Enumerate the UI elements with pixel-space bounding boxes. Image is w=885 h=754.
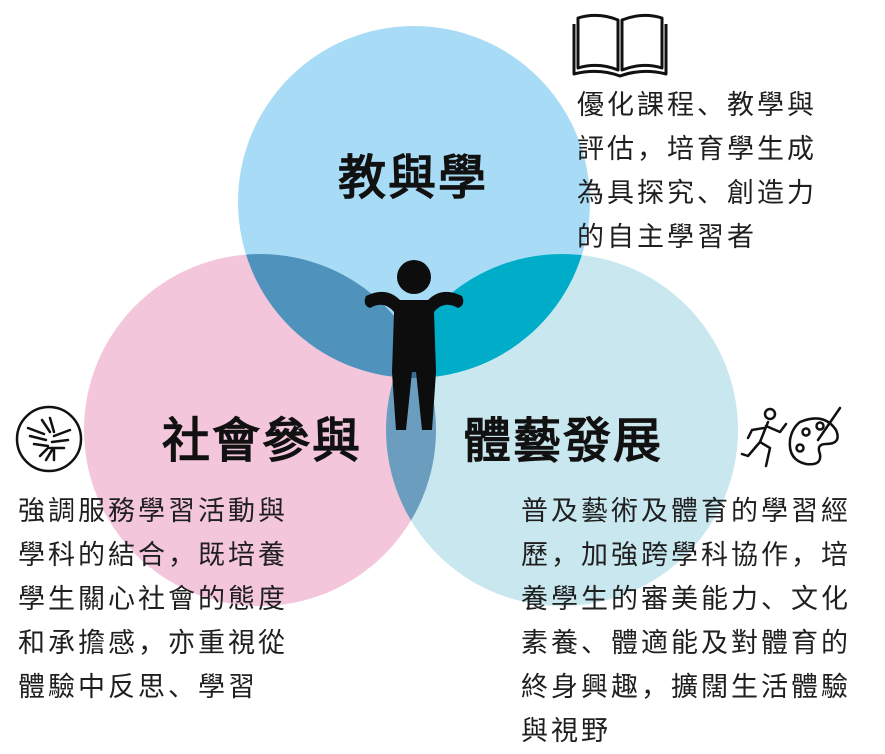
description-line: 為具探究、創造力 bbox=[577, 178, 817, 209]
description-line: 素養、體適能及對體育的 bbox=[521, 628, 851, 659]
title-arts: 體藝發展 bbox=[463, 413, 664, 469]
runner-palette-icon bbox=[740, 406, 842, 468]
description-line: 強調服務學習活動與 bbox=[18, 496, 288, 527]
description-line: 與視野 bbox=[521, 716, 611, 747]
person-arms-raised-icon bbox=[364, 260, 464, 430]
title-community: 社會參與 bbox=[162, 413, 363, 469]
description-line: 學科的結合，既培養 bbox=[18, 540, 288, 571]
description-community: 強調服務學習活動與 學科的結合，既培養 學生關心社會的態度 和承擔感，亦重視從 … bbox=[18, 490, 288, 710]
description-line: 養學生的審美能力、文化 bbox=[521, 584, 851, 615]
open-book-icon bbox=[572, 13, 668, 78]
description-line: 優化課程、教學與 bbox=[577, 90, 817, 121]
description-teaching: 優化課程、教學與 評估，培育學生成 為具探究、創造力 的自主學習者 bbox=[577, 84, 817, 260]
description-line: 終身興趣，擴闊生活體驗 bbox=[521, 672, 851, 703]
overlap-teaching-community bbox=[238, 254, 436, 378]
description-line: 的自主學習者 bbox=[577, 222, 757, 253]
title-teaching: 教與學 bbox=[338, 150, 489, 206]
description-line: 學生關心社會的態度 bbox=[18, 584, 288, 615]
overlap-teaching-arts bbox=[386, 254, 590, 378]
description-line: 評估，培育學生成 bbox=[577, 134, 817, 165]
description-line: 歷，加強跨學科協作，培 bbox=[521, 540, 851, 571]
description-line: 普及藝術及體育的學習經 bbox=[521, 496, 851, 527]
description-line: 和承擔感，亦重視從 bbox=[18, 628, 288, 659]
joined-hands-icon bbox=[15, 405, 83, 473]
description-line: 體驗中反思、學習 bbox=[18, 672, 258, 703]
description-arts: 普及藝術及體育的學習經 歷，加強跨學科協作，培 養學生的審美能力、文化 素養、體… bbox=[521, 490, 851, 754]
